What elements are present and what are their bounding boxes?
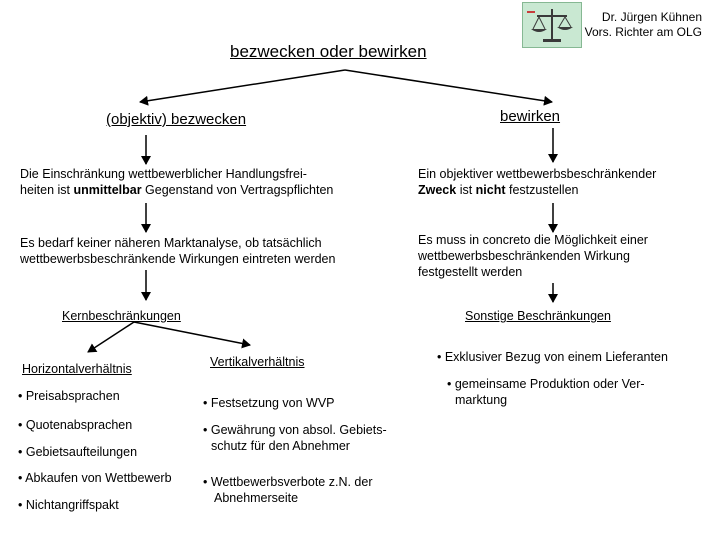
scales-of-justice-logo — [522, 2, 582, 48]
arrow-title-to-bezwecken — [139, 69, 346, 106]
horizontal-item-1: • Preisabsprachen — [18, 389, 120, 403]
bezwecken-text-1-line1: Die Einschränkung wettbewerblicher Handl… — [20, 167, 307, 181]
heading-bezwecken: (objektiv) bezwecken — [106, 111, 247, 128]
text-fragment: ist — [456, 183, 476, 197]
scales-of-justice-icon — [527, 9, 573, 42]
emphasis-nicht: nicht — [475, 183, 506, 197]
bezwecken-text-2: Es bedarf keiner näheren Marktanalyse, o… — [20, 235, 335, 267]
horizontal-item-3: • Gebietsaufteilungen — [18, 445, 138, 459]
arrow-title-to-bewirken — [344, 69, 553, 106]
text-fragment: Gegenstand von Vertragspflichten — [141, 183, 334, 197]
vertical-item-3: • Wettbewerbsverbote z.N. der Abnehmerse… — [203, 474, 373, 506]
category-sonstige: Sonstige Beschränkungen — [465, 309, 611, 323]
bezwecken-text-1-line2: heiten ist unmittelbar Gegenstand von Ve… — [20, 182, 333, 198]
bewirken-text-2-line2: wettbewerbsbeschränkenden Wirkung — [418, 249, 630, 263]
heading-vertikalverhaeltnis: Vertikalverhältnis — [210, 355, 305, 369]
vertical-item-2-line1: • Gewährung von absol. Gebiets- — [203, 423, 387, 437]
emphasis-zweck: Zweck — [418, 183, 457, 197]
bewirken-text-2-line3: festgestellt werden — [418, 265, 523, 279]
text-fragment: festzustellen — [505, 183, 579, 197]
bewirken-text-1-line1: Ein objektiver wettbewerbsbeschränkender — [418, 167, 657, 181]
heading-horizontalverhaeltnis: Horizontalverhältnis — [22, 362, 132, 376]
horizontal-item-2: • Quotenabsprachen — [18, 418, 133, 432]
bewirken-text-1: Ein objektiver wettbewerbsbeschränkender… — [418, 166, 656, 198]
sonstige-item-2-line2: marktung — [455, 393, 508, 407]
arrow-kern-to-horizontal — [87, 321, 135, 353]
page-title: bezwecken oder bewirken — [230, 42, 427, 61]
vertical-item-3-line1: • Wettbewerbsverbote z.N. der — [203, 475, 373, 489]
bewirken-text-2-line1: Es muss in concreto die Möglichkeit eine… — [418, 233, 648, 247]
text-fragment: heiten ist — [20, 183, 74, 197]
horizontal-item-5: • Nichtangriffspakt — [18, 498, 119, 512]
vertical-item-2-line2: schutz für den Abnehmer — [211, 439, 350, 453]
heading-bewirken: bewirken — [500, 108, 561, 125]
arrow-kern-to-vertical — [133, 321, 251, 349]
category-kernbeschraenkungen: Kernbeschränkungen — [62, 309, 181, 323]
sonstige-item-1: • Exklusiver Bezug von einem Lieferanten — [437, 350, 668, 364]
vertical-item-1: • Festsetzung von WVP — [203, 396, 335, 410]
bezwecken-text-1: Die Einschränkung wettbewerblicher Handl… — [20, 166, 333, 198]
bezwecken-text-2-line1: Es bedarf keiner näheren Marktanalyse, o… — [20, 236, 322, 250]
sonstige-item-2: • gemeinsame Produktion oder Ver- marktu… — [447, 376, 645, 408]
horizontal-item-4: • Abkaufen von Wettbewerb — [18, 471, 172, 485]
sonstige-item-2-line1: • gemeinsame Produktion oder Ver- — [447, 377, 645, 391]
author-name: Dr. Jürgen Kühnen — [601, 10, 702, 24]
bewirken-text-2: Es muss in concreto die Möglichkeit eine… — [418, 232, 648, 280]
bezwecken-text-2-line2: wettbewerbsbeschränkende Wirkungen eintr… — [20, 252, 336, 266]
vertical-item-3-line2: Abnehmerseite — [214, 491, 299, 505]
emphasis-unmittelbar: unmittelbar — [73, 183, 142, 197]
author-role: Vors. Richter am OLG — [584, 25, 702, 39]
author-block: Dr. Jürgen Kühnen Vors. Richter am OLG — [585, 10, 702, 40]
bewirken-text-1-line2: Zweck ist nicht festzustellen — [418, 182, 656, 198]
vertical-item-2: • Gewährung von absol. Gebiets- schutz f… — [203, 422, 387, 454]
